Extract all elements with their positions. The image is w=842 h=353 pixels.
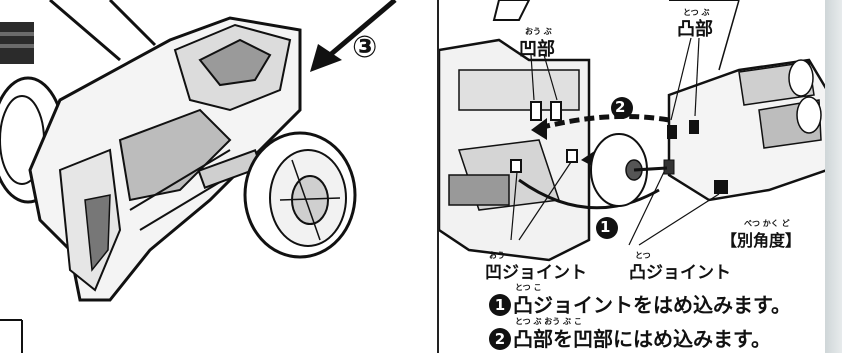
left-illustration-panel: ③ [0,0,397,353]
instruction-2-text: 凸部を凹部にはめ込みます。 [513,327,771,351]
instruction-1-text: 凸ジョイントをはめ込みます。 [513,293,791,317]
recess-joint-ruby: おう [489,251,505,260]
cockpit [198,38,272,87]
marker-2-text: 2 [615,98,626,116]
recess-joint-a [510,159,522,173]
recess-joint-b [566,149,578,163]
recess-part-label: 凹部 [519,39,555,60]
marker-1-icon [596,217,618,239]
protrusion-part-label: 凸部 [677,19,713,40]
protrusion-part-ruby: とつ ぶ [683,8,710,17]
arrow-step-2 [538,113,670,131]
instruction-2-marker: 2 [489,328,511,350]
alt-angle-ruby: べつ かく ど [744,219,790,228]
right-instruction-panel: 2 1 おう ぶ 凹部 とつ ぶ 凸部 べつ かく ど 【別角度】 おう 凹ジョ… [437,0,827,353]
protrusion-part-a [667,125,677,139]
protrusion-part-b [689,120,699,134]
step-number-label: ③ [352,30,378,65]
protrusion-joint-ruby: とつ [635,251,651,260]
panel-gutter [422,0,437,353]
page-edge-strip [825,0,842,353]
protrusion-joint-b [714,180,728,194]
assembly-arrow [310,44,342,72]
marker-1-text: 1 [600,218,611,236]
instruction-1-marker: 1 [489,294,511,316]
alt-angle-label: 【別角度】 [721,231,802,250]
instruction-1-ruby: とつ こ [515,283,542,292]
joint-assembly-diagram [439,0,827,262]
dark-strip [0,22,34,64]
marker-2-icon [611,97,633,119]
recess-joint-label: 凹ジョイント [485,263,587,283]
protrusion-joint-label: 凸ジョイント [629,263,731,283]
race-car-illustration [0,0,397,353]
recess-part-ruby: おう ぶ [525,27,552,36]
instruction-2-ruby: とつ ぶ おう ぶ こ [515,317,582,326]
